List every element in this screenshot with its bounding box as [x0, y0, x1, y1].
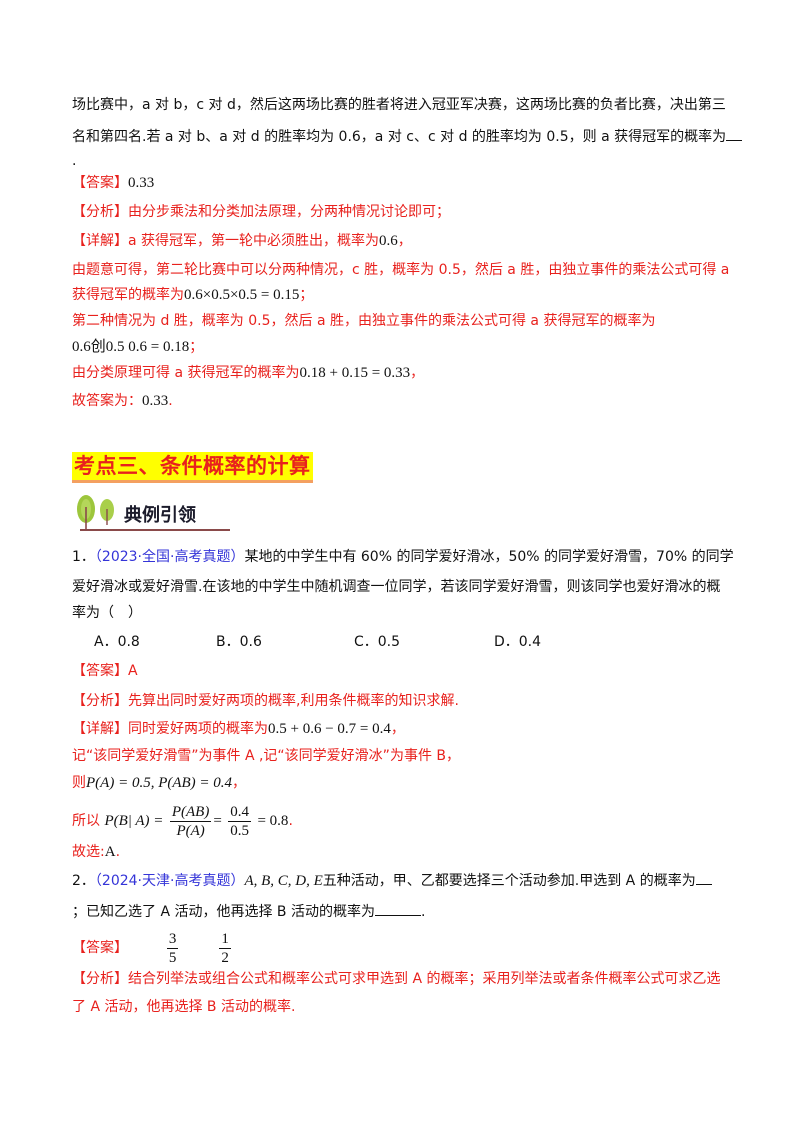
analysis-line: 【分析】先算出同时爱好两项的概率,利用条件概率的知识求解. [72, 693, 459, 709]
detail-line: 【详解】a 获得冠军，第一轮中必须胜出，概率为0.6， [72, 233, 412, 249]
detail-line: 获得冠军的概率为0.6×0.5×0.5 = 0.15； [72, 287, 314, 303]
analysis-label: 【分析】 [72, 204, 128, 220]
choice-b: B．0.6 [216, 634, 262, 650]
answer-label: 【答案】 [72, 940, 128, 956]
answer-value: 0.33 [128, 175, 155, 191]
choice-a: A．0.8 [94, 634, 140, 650]
question-1-line: 爱好滑冰或爱好滑雪.在该地的中学生中随机调查一位同学，若该同学爱好滑雪，则该同学… [72, 579, 721, 595]
answer-blank [695, 870, 712, 885]
detail-line: 0.6创0.5 0.6 = 0.18； [72, 339, 204, 355]
tree-icon [77, 495, 114, 531]
analysis-line: 【分析】由分步乘法和分类加法原理，分两种情况讨论即可； [72, 204, 450, 220]
question-1-line: 1．（2023·全国·高考真题）某地的中学生中有 60% 的同学爱好滑冰，50%… [72, 549, 734, 565]
analysis-label: 【分析】 [72, 693, 128, 709]
problem-text-line: 场比赛中，a 对 b，c 对 d，然后这两场比赛的胜者将进入冠亚军决赛，这两场比… [72, 97, 726, 113]
question-source: （2023·全国·高考真题） [94, 549, 245, 565]
answer-line: 【答案】A [72, 660, 138, 682]
question-2-line: ；已知乙选了 A 活动，他再选择 B 活动的概率为. [72, 901, 425, 923]
answer-label: 【答案】 [72, 175, 128, 191]
answer-blank [374, 901, 421, 916]
example-heading-label: 典例引领 [124, 505, 196, 526]
fraction: P(AB)P(A) [169, 803, 212, 839]
example-heading: 典例引领 [72, 493, 232, 535]
analysis-line: 【分析】结合列举法或组合公式和概率公式可求甲选到 A 的概率；采用列举法或者条件… [72, 971, 721, 987]
detail-label: 【详解】 [72, 721, 128, 737]
detail-line: 故答案为：0.33. [72, 393, 173, 409]
detail-line: 由分类原理可得 a 获得冠军的概率为0.18 + 0.15 = 0.33， [72, 365, 425, 381]
detail-line: 故选:A. [72, 844, 121, 860]
question-number: 1． [72, 549, 95, 565]
detail-line: 【详解】同时爱好两项的概率为0.5 + 0.6 − 0.7 = 0.4， [72, 721, 405, 737]
answer-choices: A．0.8 B．0.6 C．0.5 D．0.4 [94, 631, 694, 653]
question-2-line: 2．（2024·天津·高考真题）A, B, C, D, E五种活动，甲、乙都要选… [72, 870, 712, 892]
detail-line: 记“该同学爱好滑雪”为事件 A ,记“该同学爱好滑冰”为事件 B， [72, 748, 460, 764]
answer-label: 【答案】 [72, 663, 128, 679]
answer-value: A [128, 663, 138, 679]
problem-text-line: . [72, 153, 77, 169]
detail-line: 则P(A) = 0.5, P(AB) = 0.4， [72, 775, 247, 791]
detail-line: 由题意可得，第二轮比赛中可以分两种情况，c 胜，概率为 0.5，然后 a 胜，由… [72, 262, 730, 278]
section-title: 考点三、条件概率的计算 [72, 452, 313, 483]
detail-label: 【详解】 [72, 233, 128, 249]
detail-line: 第二种情况为 d 胜，概率为 0.5，然后 a 胜，由独立事件的乘法公式可得 a… [72, 313, 656, 329]
question-source: （2024·天津·高考真题） [94, 873, 245, 889]
choice-c: C．0.5 [354, 634, 401, 650]
problem-text-line: 名和第四名.若 a 对 b、a 对 d 的胜率均为 0.6，a 对 c、c 对 … [72, 126, 743, 148]
answer-line: 【答案】0.33 [72, 172, 154, 194]
question-number: 2． [72, 873, 95, 889]
analysis-label: 【分析】 [72, 971, 128, 987]
question-1-line: 率为（ ） [72, 605, 142, 621]
analysis-line: 了 A 活动，他再选择 B 活动的概率. [72, 999, 296, 1015]
choice-d: D．0.4 [494, 634, 542, 650]
heading-underline [80, 529, 230, 531]
answer-blank [726, 126, 743, 141]
